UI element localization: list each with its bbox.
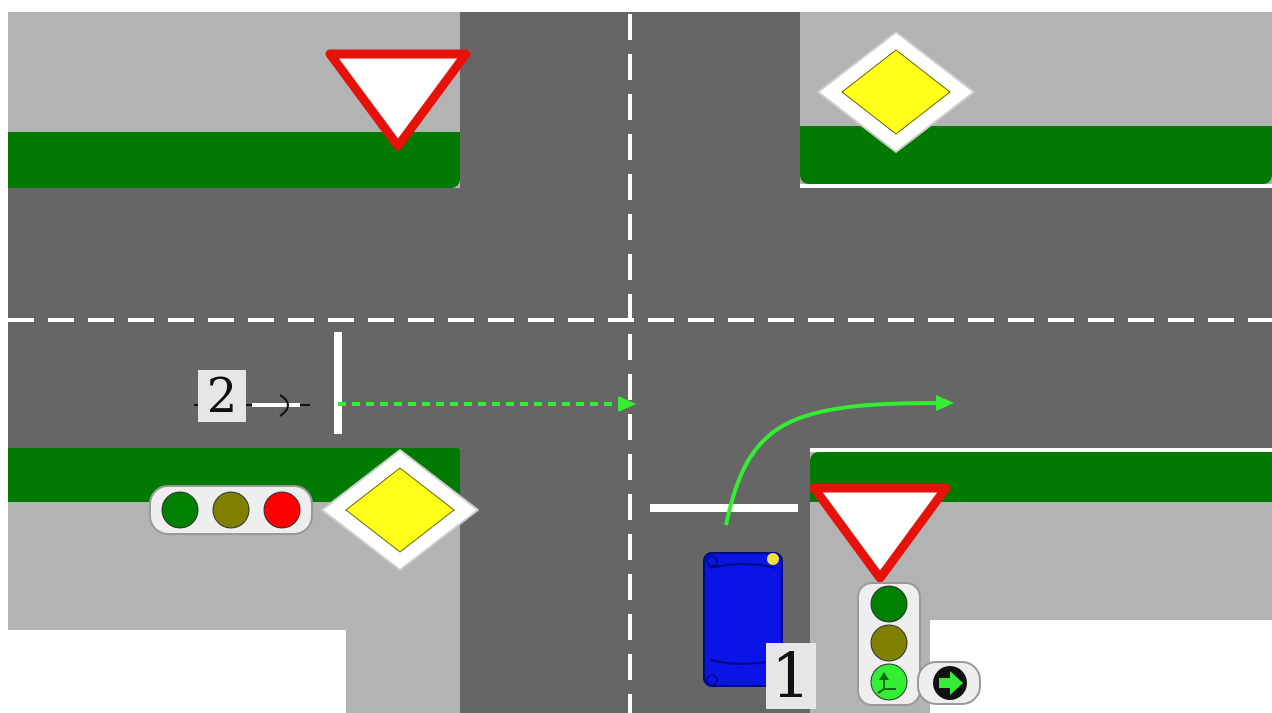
traffic-light-left [149, 485, 313, 535]
traffic-light-right [857, 582, 981, 706]
traffic-light-lamp-amber [870, 624, 908, 662]
priority-sign-bottom-left [321, 449, 479, 571]
path-vehicle-1 [724, 401, 941, 526]
car-headlight [767, 553, 779, 565]
traffic-light-lamp-red [263, 491, 301, 529]
traffic-light-lamp-green [870, 585, 908, 623]
traffic-light-lamp-amber [212, 491, 250, 529]
priority-sign-top-right [817, 31, 975, 153]
car-icon [703, 552, 783, 687]
path-vehicle-2-arrowhead [618, 396, 636, 412]
right-arrow-icon [939, 671, 963, 695]
turn-arrow-icon [877, 672, 896, 694]
vehicle-2-label: 2 [198, 370, 246, 422]
vehicle-1-label: 1 [766, 643, 816, 709]
path-vehicle-1-arrowhead [936, 395, 954, 411]
traffic-light-lamp-arrow-lit [870, 663, 908, 701]
grass-top-right [800, 126, 1272, 184]
traffic-light-lamp-green [161, 491, 199, 529]
grass-top-left [8, 132, 460, 188]
yield-sign-top-left [325, 49, 471, 151]
yield-sign-bottom-right [809, 483, 951, 583]
